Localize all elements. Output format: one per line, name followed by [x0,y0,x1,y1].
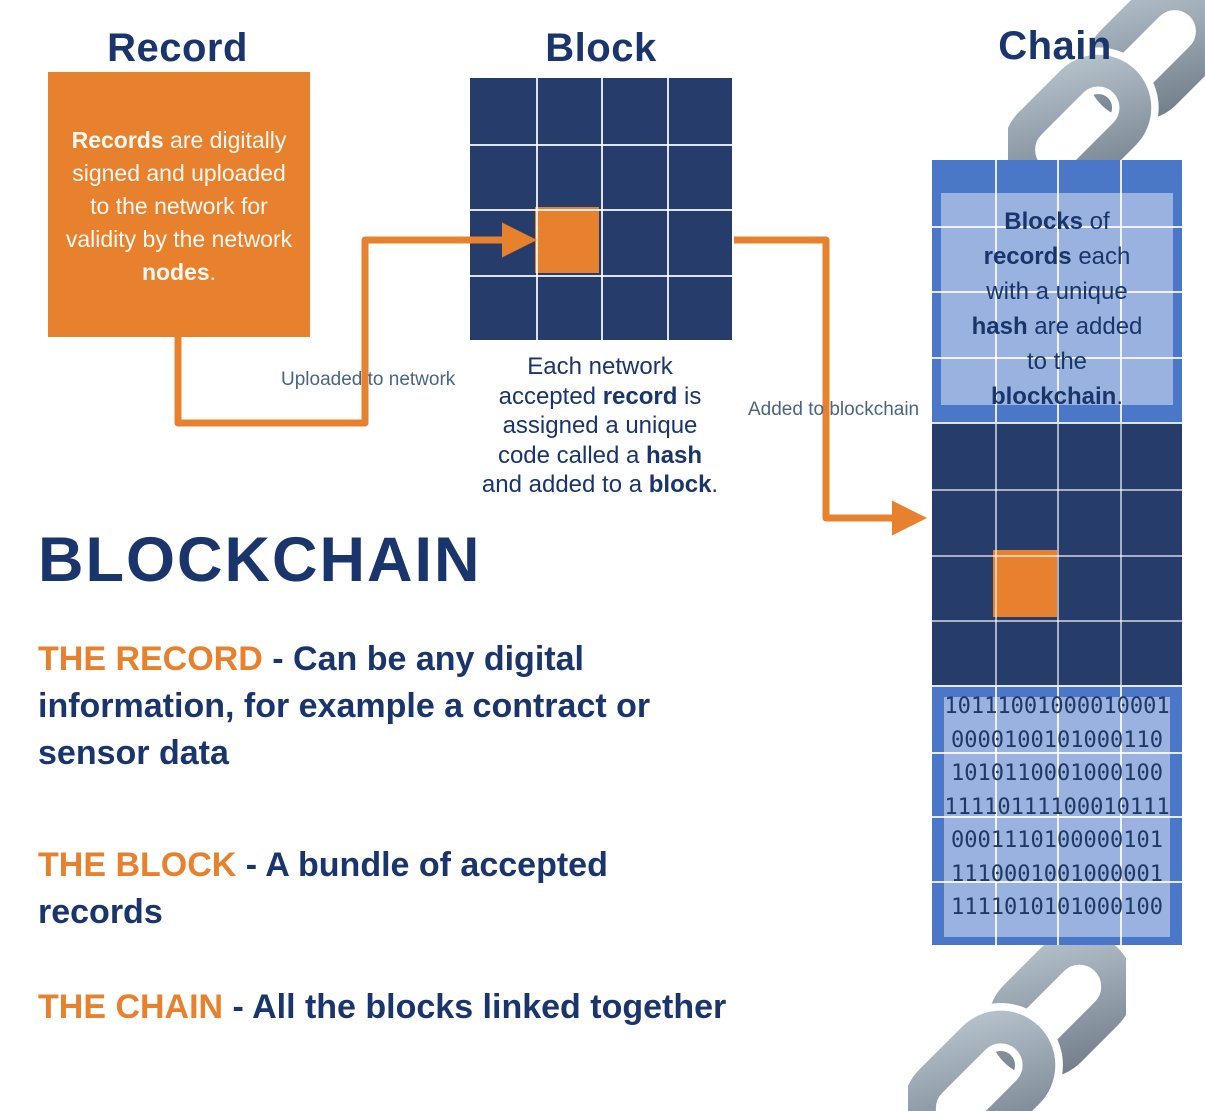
record-description: Records are digitally signed and uploade… [65,127,293,285]
record-column-title: Record [107,26,248,70]
added-arrow [734,236,927,536]
binary-row: 1110001001000001 [951,861,1163,887]
definition-the-chain: THE CHAIN - All the blocks linked togeth… [38,988,727,1026]
binary-row: 0000100101000110 [951,727,1163,753]
binary-row: 11110111100010111 [944,794,1170,820]
binary-panel [944,697,1170,937]
block-column-title: Block [545,26,657,70]
record-cell-in-block [535,207,599,273]
page-title: BLOCKCHAIN [38,525,482,595]
record-box: Records are digitally signed and uploade… [48,72,310,337]
binary-data: 10111001000010001 0000100101000110 1010110… [932,690,1182,925]
binary-row: 1010110001000100 [951,761,1163,786]
binary-row: 10111001000010001 [944,694,1170,719]
chain-top-section: Blocks of records each with a unique has… [932,160,1182,422]
binary-row: 1111010101000100 [951,895,1163,920]
uploaded-to-network-label: Uploaded to network [281,369,456,390]
chain-block-grid [932,422,1182,685]
chain-description: Blocks of records each with a unique has… [971,208,1143,410]
definition-the-block: THE BLOCK - A bundle of accepted records [38,846,608,931]
binary-row: 0001110100000101 [951,828,1163,853]
definition-the-record: THE RECORD - Can be any digital informat… [38,640,651,772]
chain-link-icon [908,940,1126,1111]
record-cell-in-chain [993,550,1057,617]
chain-binary-section: 10111001000010001 0000100101000110 1010110… [932,685,1182,945]
block-grid [470,78,732,340]
chain-text-panel [941,193,1173,405]
chain-column-title: Chain [998,24,1112,68]
added-to-blockchain-label: Added to blockchain [748,399,920,420]
block-description: Each network accepted record is assigned… [481,353,719,498]
